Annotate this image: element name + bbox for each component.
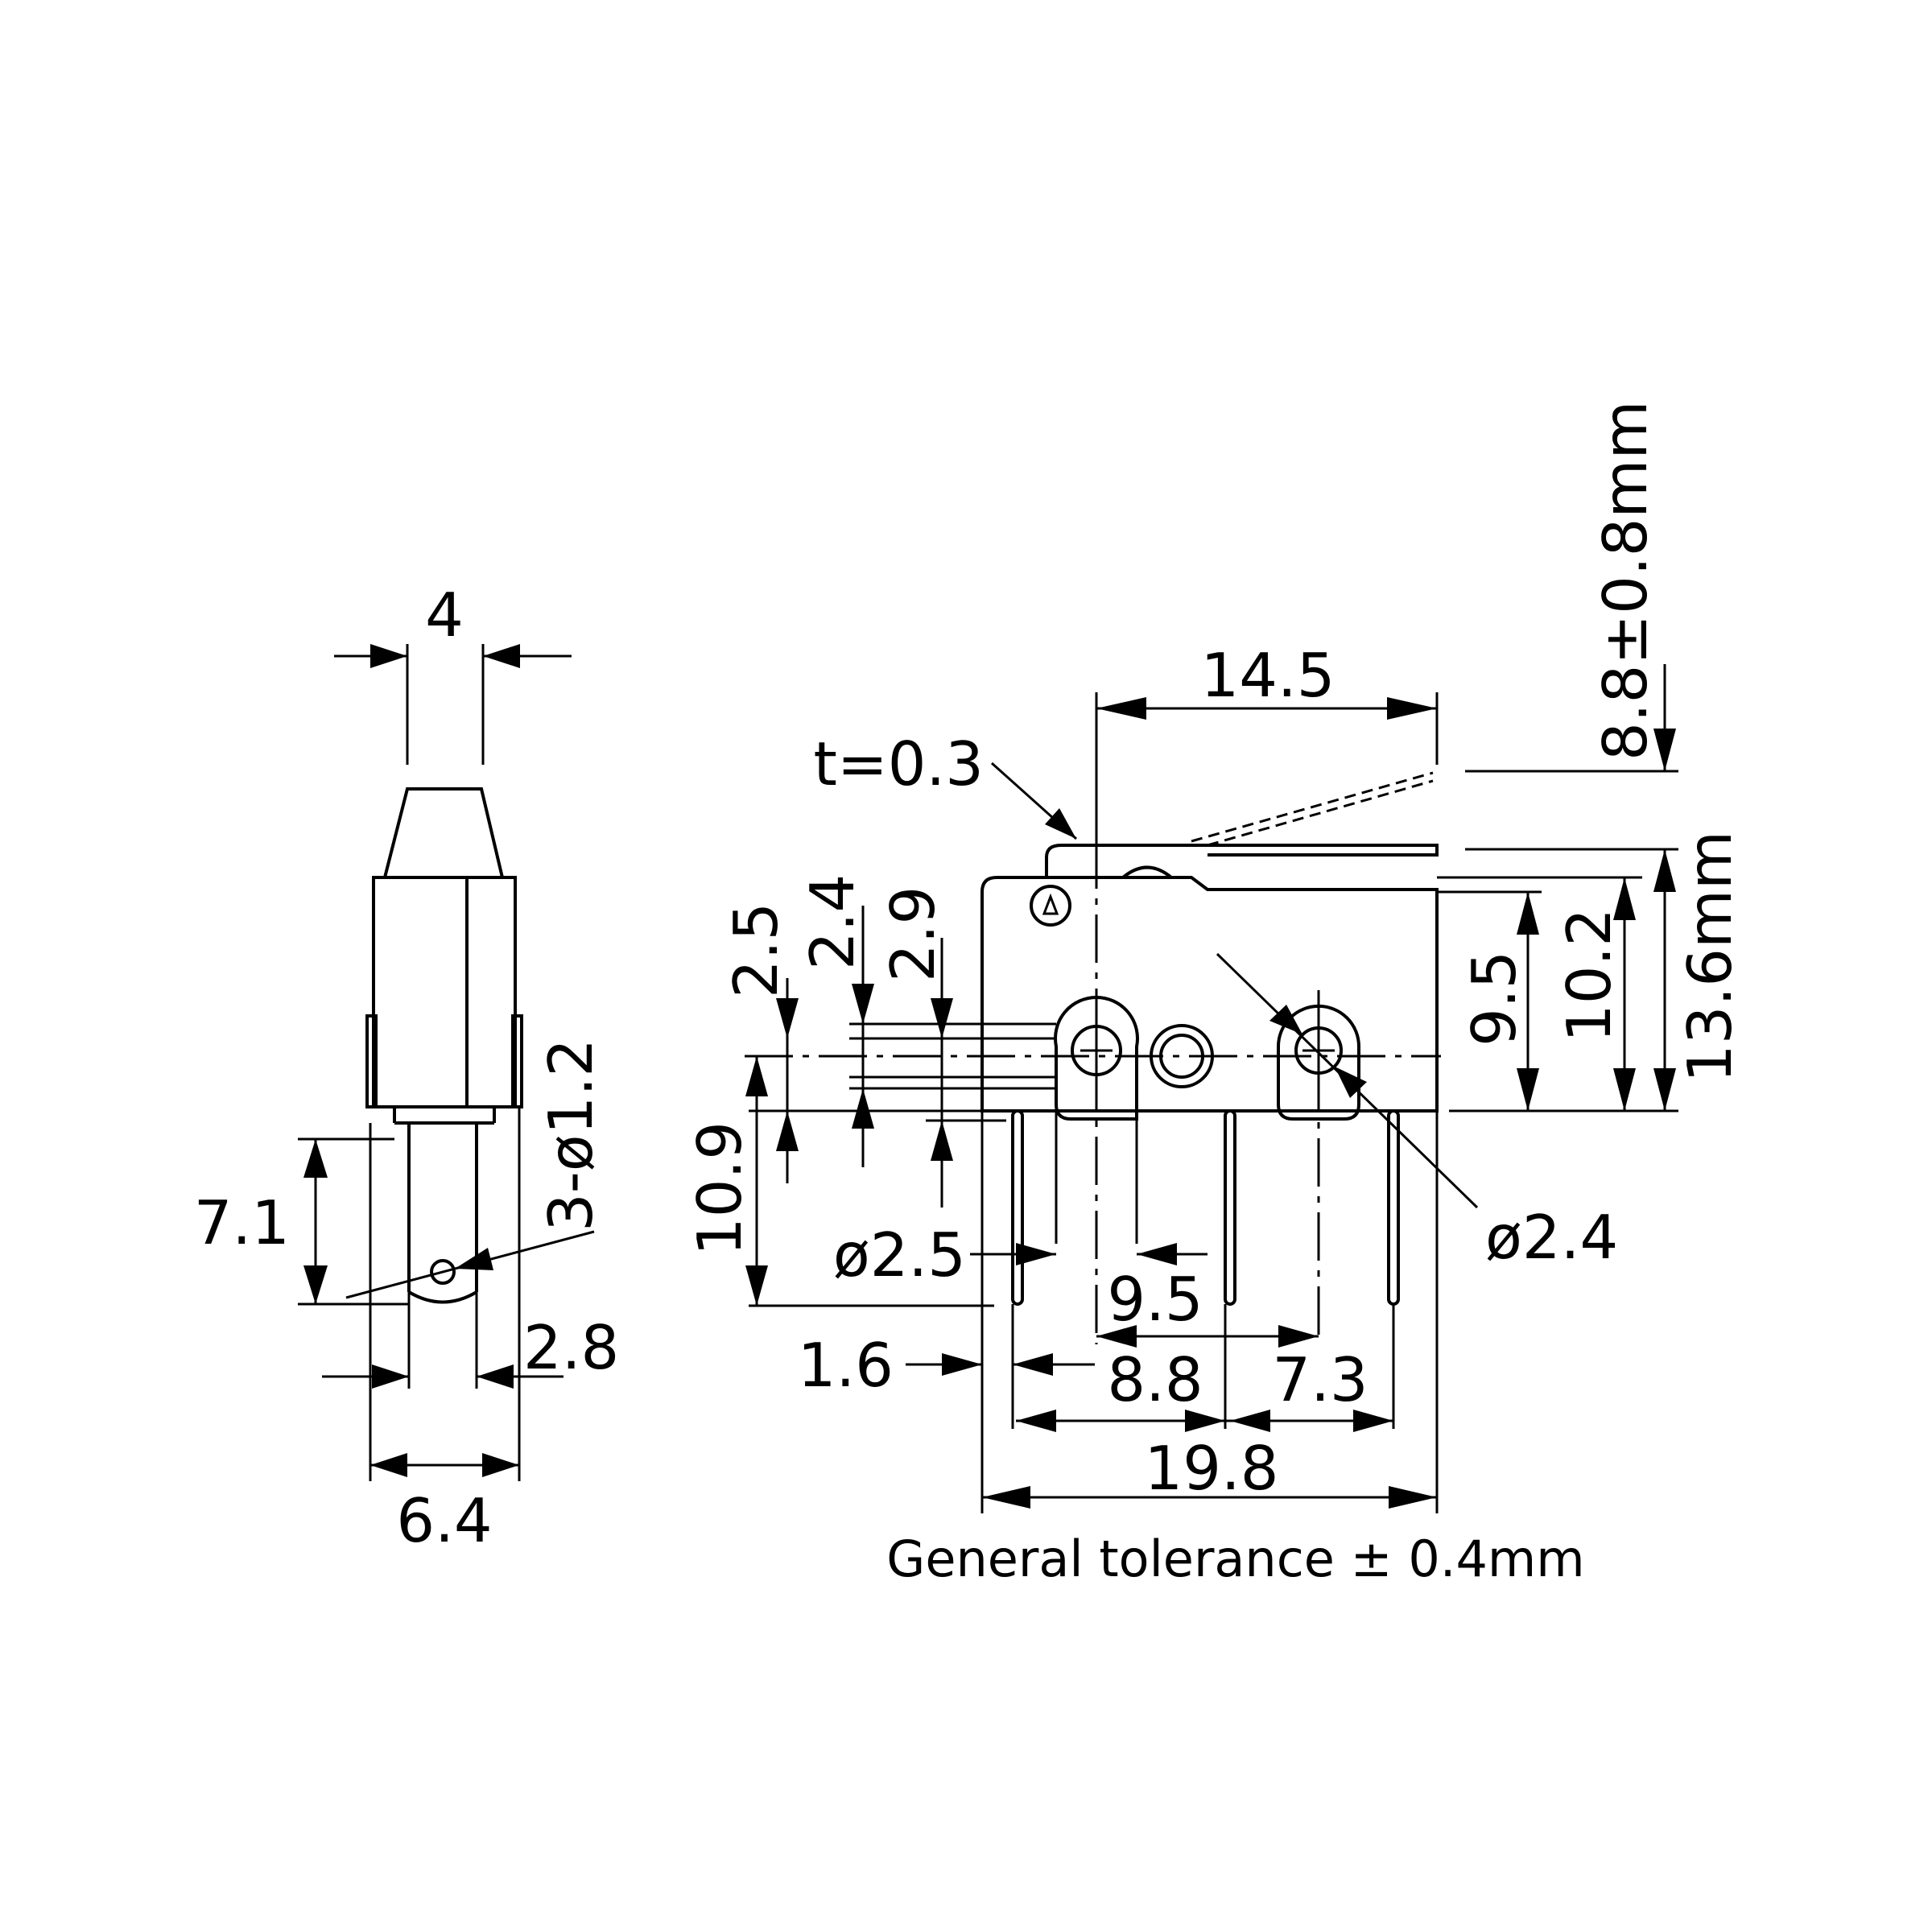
dim-side-pin-height: 7.1 [194,1137,409,1306]
dim-2-9-label: 2.9 [877,886,948,982]
dim-side-offset-label: 2.8 [523,1312,619,1383]
dim-2-5: 2.5 [720,902,799,1183]
dim-hole-left-label: ø2.5 [833,1220,966,1290]
dim-side-body-width-label: 6.4 [396,1485,492,1556]
dim-hole-right: ø2.4 [1216,952,1618,1273]
dim-10-9-label: 10.9 [684,1121,755,1256]
dim-1-6-label: 1.6 [798,1330,894,1401]
dim-side-holes-label: 3-ø1.2 [535,1038,606,1232]
dim-2-5-label: 2.5 [720,902,791,998]
dim-lever-length-label: 14.5 [1201,640,1335,711]
dim-9-5-horizontal-label: 9.5 [1107,1264,1203,1335]
side-view-outline [365,787,523,1304]
dim-side-body-width: 6.4 [370,1453,519,1556]
dim-thickness-label: t=0.3 [813,729,984,799]
dim-pin-spacing: 8.8 7.3 [1016,1304,1395,1432]
dim-left-vertical-group [749,1022,1056,1307]
dim-10-2-label: 10.2 [1554,908,1624,1042]
dim-side-holes: 3-ø1.2 [345,1038,606,1299]
dim-side-top-width: 4 [334,580,572,765]
dim-2-4-label: 2.4 [797,874,868,970]
dim-lever-height-label: 13.6mm [1674,831,1745,1083]
dim-2-4: 2.4 [797,874,874,1167]
dim-10-9: 10.9 [684,1056,768,1306]
dim-travel-label: 8.8±0.8mm [1590,400,1661,761]
dim-9-5-vertical: 9.5 [1437,890,1542,1111]
dim-lever-length: 14.5 [1095,640,1439,845]
dim-7-3-label: 7.3 [1272,1344,1368,1415]
dim-9-5-vertical-label: 9.5 [1459,951,1530,1046]
dim-lever-height: 13.6mm [1449,831,1745,1113]
dim-1-6: 1.6 [798,1111,1095,1513]
dim-hole-right-label: ø2.4 [1485,1202,1618,1273]
general-tolerance-note: General tolerance ± 0.4mm [886,1530,1584,1588]
dim-side-top-width-label: 4 [425,580,464,650]
dim-body-length-label: 19.8 [1145,1433,1279,1504]
dim-body-length: 19.8 [982,1111,1439,1513]
side-view: 4 7.1 3-ø1.2 2.8 [194,580,620,1556]
dim-hole-left: ø2.5 [833,1111,1208,1290]
dim-2-9: 2.9 [877,886,953,1208]
dim-10-2: 10.2 [1437,876,1642,1111]
dim-9-5-horizontal: 9.5 [1096,1264,1319,1348]
dim-side-pin-height-label: 7.1 [194,1187,290,1258]
dim-side-offset: 2.8 [322,1107,619,1481]
dim-thickness: t=0.3 [813,729,1078,840]
dim-travel: 8.8±0.8mm [1465,400,1678,892]
dim-8-8-label: 8.8 [1107,1344,1203,1415]
front-view: 14.5 t=0.3 8.8±0.8mm 13.6mm [684,400,1745,1513]
